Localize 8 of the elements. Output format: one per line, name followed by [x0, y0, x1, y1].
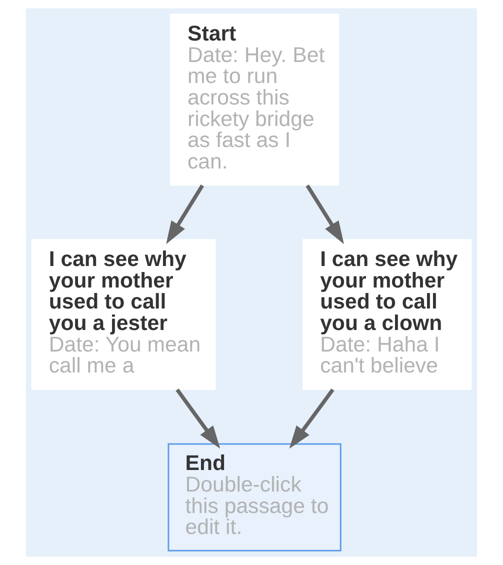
node-box: I can see why your mother used to call you a jester Date: You mean call me a — [31, 239, 216, 390]
arrow — [176, 388, 220, 449]
arrow — [166, 184, 204, 244]
arrow — [289, 388, 334, 449]
node-box: I can see why your mother used to call you a clown Date: Haha I can't believe — [302, 239, 472, 390]
arrow — [306, 184, 344, 244]
node-box: End Double-click this passage to edit it. — [168, 443, 342, 552]
node-box: Start Date: Hey. Bet me to run across this rickety bridge as fast as I can. — [170, 14, 340, 186]
